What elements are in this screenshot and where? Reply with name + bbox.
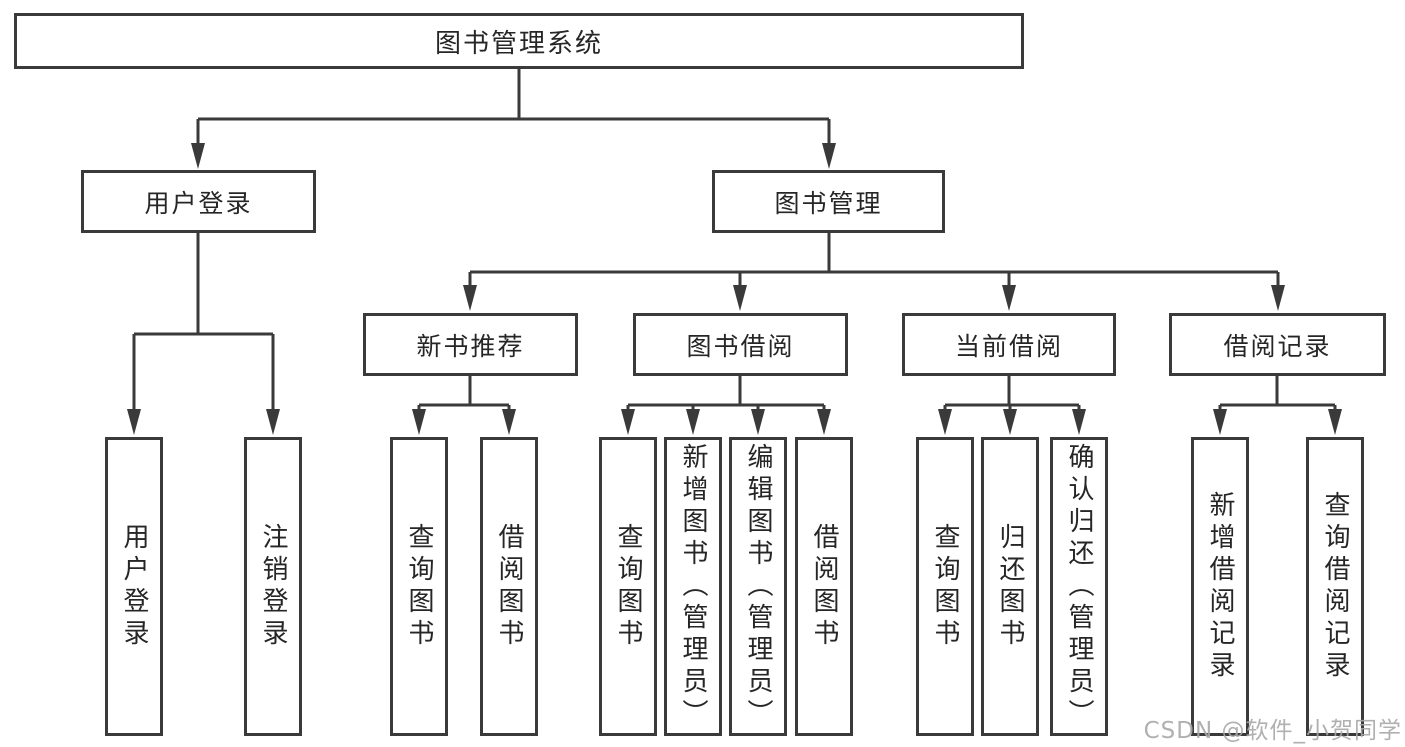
- node-current-borrow: 当前借阅: [902, 313, 1116, 376]
- edges-borrow-record-children: [1213, 376, 1342, 435]
- arrow-down-icon: [938, 409, 952, 435]
- arrow-down-icon: [412, 409, 426, 435]
- node-new-book-recommend: 新书推荐: [363, 313, 578, 376]
- node-leaf-query-book-3: 查询图书: [916, 437, 974, 736]
- node-user-login-group: 用户登录: [81, 170, 316, 233]
- node-leaf-edit-book: 编辑图书（管理员）: [729, 437, 787, 736]
- arrow-down-icon: [733, 285, 747, 311]
- arrow-down-icon: [1002, 285, 1016, 311]
- node-leaf-borrow-book-2: 借阅图书: [795, 437, 853, 736]
- node-borrow-record: 借阅记录: [1169, 313, 1386, 376]
- node-leaf-add-book: 新增图书（管理员）: [664, 437, 722, 736]
- edges-current-borrow-children: [938, 376, 1086, 435]
- arrow-down-icon: [502, 409, 516, 435]
- node-leaf-return-book: 归还图书: [981, 437, 1039, 736]
- node-leaf-add-borrow-record: 新增借阅记录: [1191, 437, 1249, 736]
- node-leaf-logout: 注销登录: [244, 437, 302, 736]
- node-leaf-query-book-1: 查询图书: [390, 437, 448, 736]
- arrow-down-icon: [1271, 285, 1285, 311]
- edges-book-borrow-children: [621, 376, 831, 435]
- arrow-down-icon: [1072, 409, 1086, 435]
- node-leaf-query-book-2: 查询图书: [599, 437, 657, 736]
- arrow-down-icon: [191, 143, 205, 169]
- node-system-root: 图书管理系统: [14, 13, 1024, 69]
- edges-book-management-children: [463, 233, 1285, 311]
- arrow-down-icon: [751, 409, 765, 435]
- node-book-borrow: 图书借阅: [633, 313, 848, 376]
- node-leaf-user-login: 用户登录: [105, 437, 163, 736]
- arrow-down-icon: [621, 409, 635, 435]
- arrow-down-icon: [817, 409, 831, 435]
- arrow-down-icon: [822, 143, 836, 169]
- arrow-down-icon: [266, 409, 280, 435]
- edges-new-book-recommend-children: [412, 376, 516, 435]
- arrow-down-icon: [463, 285, 477, 311]
- edges-user-login-children: [127, 233, 280, 435]
- node-leaf-confirm-return: 确认归还（管理员）: [1050, 437, 1108, 736]
- node-leaf-borrow-book-1: 借阅图书: [480, 437, 538, 736]
- node-book-management: 图书管理: [712, 170, 945, 233]
- arrow-down-icon: [686, 409, 700, 435]
- arrow-down-icon: [127, 409, 141, 435]
- node-leaf-query-borrow-record: 查询借阅记录: [1306, 437, 1364, 736]
- arrow-down-icon: [1213, 409, 1227, 435]
- arrow-down-icon: [1328, 409, 1342, 435]
- csdn-watermark: CSDN @软件_小贺同学: [1143, 718, 1402, 744]
- edges-root: [191, 69, 836, 169]
- arrow-down-icon: [1003, 409, 1017, 435]
